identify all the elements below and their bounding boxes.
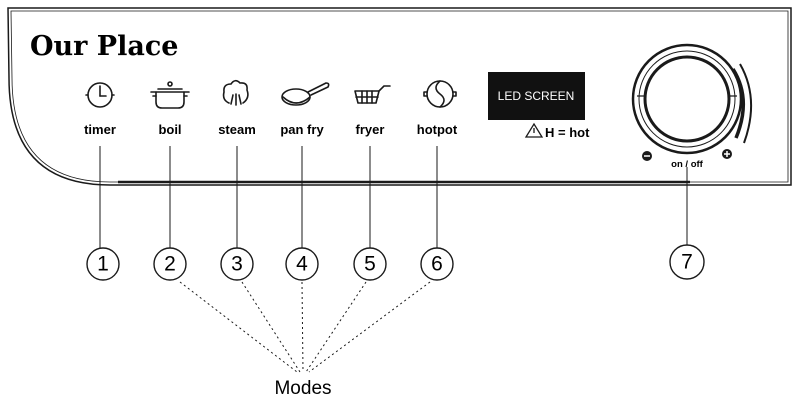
callout-circle-5: [353, 247, 387, 281]
minus-icon: [642, 151, 652, 161]
callout-circle-2: [153, 247, 187, 281]
plus-icon: [722, 149, 732, 159]
mode-label-pan-fry: pan fry: [280, 122, 324, 137]
callout-circle-1: [86, 247, 120, 281]
mode-label-hotpot: hotpot: [417, 122, 458, 137]
on-off-knob[interactable]: [631, 43, 753, 155]
callout-number-7: 7: [681, 251, 693, 274]
warning-triangle-icon: [524, 122, 544, 138]
callout-circle-3: [220, 247, 254, 281]
mode-label-steam: steam: [218, 122, 256, 137]
hot-warning-text: H = hot: [545, 125, 590, 140]
callout-number-6: 6: [431, 253, 443, 276]
knob-label: on / off: [671, 159, 703, 170]
callout-circle-7: [669, 244, 705, 280]
hotpot-icon[interactable]: [423, 80, 457, 108]
timer-icon[interactable]: [85, 82, 115, 108]
mode-label-fryer: fryer: [356, 122, 385, 137]
mode-label-boil: boil: [158, 122, 181, 137]
pan-icon[interactable]: [281, 82, 330, 106]
steam-icon[interactable]: [222, 79, 249, 106]
led-screen-text: LED SCREEN: [498, 89, 575, 103]
callout-circle-4: [285, 247, 319, 281]
leader-lines: [99, 146, 688, 248]
callout-circle-6: [420, 247, 454, 281]
callout-number-1: 1: [97, 253, 109, 276]
pot-icon[interactable]: [150, 81, 190, 109]
modes-caption: Modes: [274, 378, 331, 399]
modes-dotted-lines: [179, 281, 431, 373]
callout-number-3: 3: [231, 253, 243, 276]
brand-logo: Our Place: [30, 31, 178, 62]
mode-label-timer: timer: [84, 122, 116, 137]
callout-number-5: 5: [364, 253, 376, 276]
callout-number-4: 4: [296, 253, 308, 276]
fryer-basket-icon[interactable]: [354, 85, 391, 104]
led-screen: [488, 72, 585, 120]
callout-number-2: 2: [164, 253, 176, 276]
control-panel: [7, 7, 792, 186]
